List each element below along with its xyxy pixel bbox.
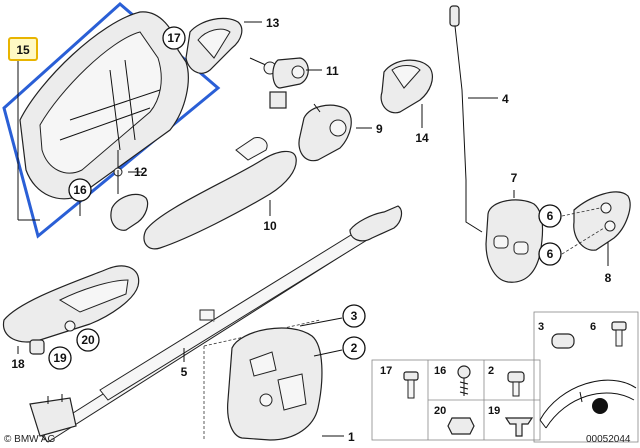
inset-label-20: 20 — [434, 405, 446, 417]
label-16: 16 — [73, 183, 87, 197]
inset-label-2: 2 — [488, 365, 494, 377]
part-5[interactable]: 5 — [39, 205, 403, 443]
label-11: 11 — [326, 64, 339, 78]
label-5: 5 — [181, 365, 188, 379]
label-17: 17 — [167, 31, 181, 45]
label-8: 8 — [605, 271, 612, 285]
part-4[interactable]: 4 — [449, 5, 509, 233]
part-1[interactable]: 1 — [203, 319, 355, 444]
label-13: 13 — [266, 16, 280, 30]
label-6a: 6 — [547, 209, 554, 223]
inset-label-17: 17 — [380, 365, 392, 377]
label-7: 7 — [511, 171, 518, 185]
inset-label-6: 6 — [590, 321, 596, 333]
gasket-12 — [110, 193, 149, 231]
highlight-frame — [2, 2, 221, 239]
callout-19[interactable]: 19 — [48, 346, 72, 370]
rod-lower-end — [29, 394, 77, 437]
part-7[interactable]: 7 — [485, 171, 544, 283]
part-8[interactable]: 8 — [561, 191, 631, 285]
part-13[interactable]: 13 — [185, 16, 280, 74]
label-9: 9 — [376, 122, 383, 136]
position-dot — [592, 398, 608, 414]
callout-3[interactable]: 3 — [299, 304, 366, 328]
badge-15-box — [8, 37, 38, 61]
lock-mechanism-1 — [227, 327, 323, 441]
label-4: 4 — [502, 92, 509, 106]
part-9[interactable]: 9 — [298, 103, 383, 162]
inset-label-19: 19 — [488, 405, 500, 417]
label-14: 14 — [415, 131, 429, 145]
label-18: 18 — [11, 357, 25, 371]
callout-17[interactable] — [162, 26, 186, 50]
handle-carrier-inner — [39, 31, 162, 174]
callout-20[interactable]: 20 — [76, 328, 100, 352]
drawing-number: 00052044 — [586, 434, 631, 445]
car-inset: 3 6 — [533, 311, 639, 443]
badge-15[interactable]: 15 — [8, 37, 40, 221]
copyright-text: © BMW AG — [4, 434, 55, 445]
hardware-inset: 17 16 2 20 19 — [371, 359, 541, 441]
label-12: 12 — [134, 165, 148, 179]
label-15: 15 — [16, 43, 30, 57]
label-6b: 6 — [547, 247, 554, 261]
part-10[interactable]: 10 — [143, 137, 297, 250]
label-20: 20 — [81, 333, 95, 347]
callout-6a[interactable]: 6 — [538, 204, 562, 228]
part-12[interactable]: 12 — [110, 165, 149, 231]
inset-label-16: 16 — [434, 365, 446, 377]
label-19: 19 — [53, 351, 67, 365]
bracket-8 — [573, 191, 631, 251]
label-1: 1 — [348, 430, 355, 444]
bezel-9 — [298, 104, 352, 162]
inset-label-3: 3 — [538, 321, 544, 333]
callout-2[interactable]: 2 — [313, 336, 366, 360]
label-10: 10 — [263, 219, 277, 233]
label-2: 2 — [351, 341, 358, 355]
part-14[interactable]: 14 — [380, 59, 433, 145]
highlight-group-15[interactable]: 17 16 — [2, 2, 221, 239]
part-11[interactable]: 11 — [249, 57, 339, 109]
callout-6b[interactable]: 6 — [538, 242, 562, 266]
part-18[interactable]: 18 — [2, 265, 140, 371]
label-3: 3 — [351, 309, 358, 323]
handle-grip-10 — [143, 150, 297, 250]
